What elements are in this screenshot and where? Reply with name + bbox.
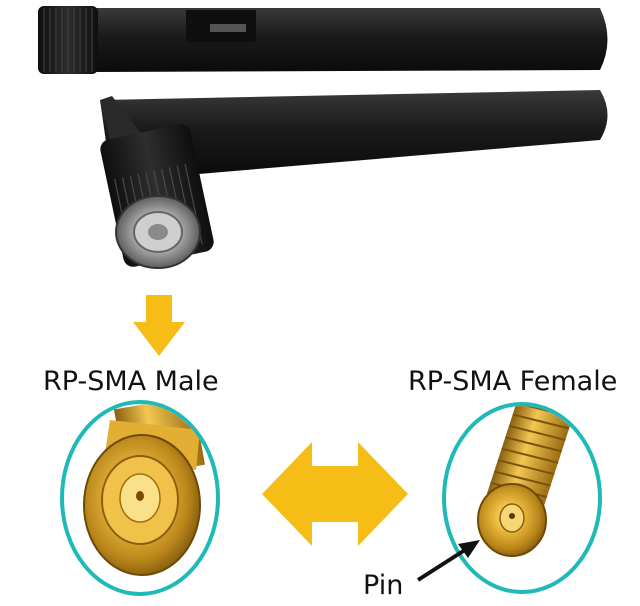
lower-antenna: [100, 90, 608, 269]
down-arrow-icon: [133, 295, 185, 356]
pointer-arrow-icon: [416, 540, 480, 582]
pin-label: Pin: [363, 570, 404, 601]
rp-sma-male-photo: [60, 400, 220, 596]
rp-sma-female-label: RP-SMA Female: [408, 366, 618, 397]
rp-sma-female-photo: [442, 402, 602, 594]
left-right-arrow-icon: [262, 442, 408, 546]
rp-sma-male-label: RP-SMA Male: [43, 366, 219, 397]
